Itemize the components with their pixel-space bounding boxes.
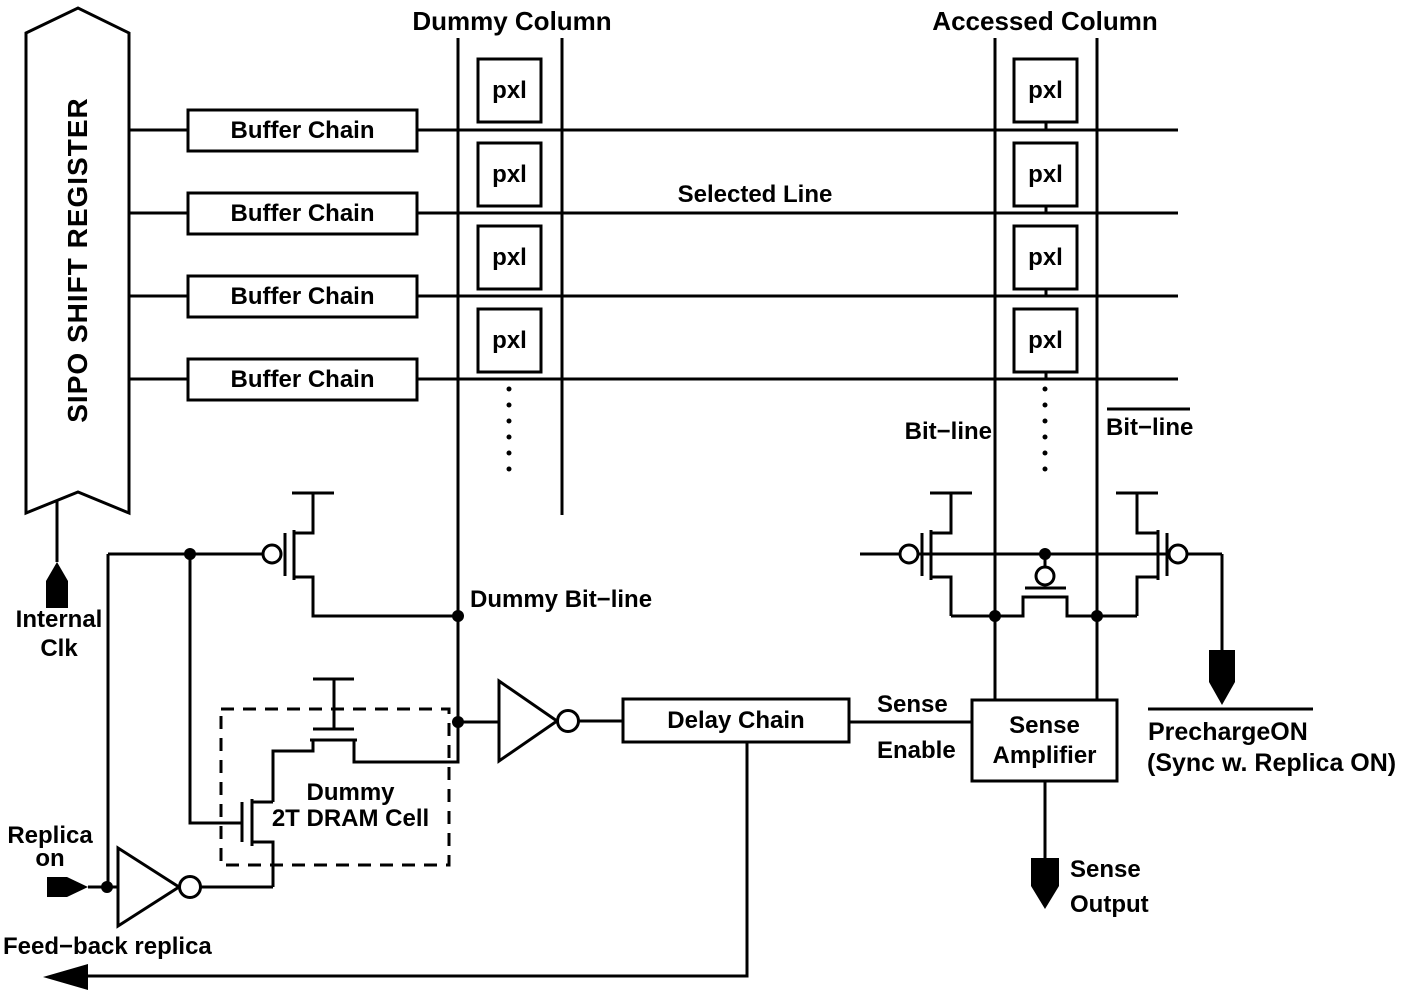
sense-amplifier-label-line2: Amplifier	[992, 741, 1097, 769]
sense-enable-label-line1: Sense	[877, 691, 948, 718]
replica-inverter-icon	[116, 845, 202, 929]
dummy-cell-label-line1: Dummy	[306, 779, 395, 806]
accessed-column-title: Accessed Column	[932, 6, 1158, 36]
dummy-pxl-boxes	[476, 57, 543, 374]
accessed-pxl-2: pxl	[1028, 160, 1063, 188]
precharge-pmos-left	[898, 491, 972, 616]
replica-inverter-out-wire	[200, 842, 275, 889]
precharge-on-pin-icon	[1209, 650, 1235, 705]
internal-clk-pin-icon	[46, 562, 68, 608]
equalizer-pmos	[1025, 554, 1066, 590]
replica-on-pin-icon	[47, 877, 88, 897]
accessed-pxl-4: pxl	[1028, 326, 1063, 354]
feedback-replica-wire	[88, 742, 749, 978]
precharge-pmos-right	[1116, 491, 1189, 616]
replica-on-label-line1: Replica	[7, 822, 93, 849]
dummy-pxl-4: pxl	[492, 326, 527, 354]
bit-line-complement-label: Bit−line	[1106, 414, 1194, 441]
replica-control-net	[106, 552, 263, 887]
dummy-pxl-1: pxl	[492, 76, 527, 104]
internal-clk-label-line1: Internal	[15, 606, 103, 633]
precharge-on-label-line2: (Sync w. Replica ON)	[1147, 749, 1397, 777]
sense-enable-label-line2: Enable	[877, 737, 956, 764]
sipo-output-stubs	[129, 128, 188, 381]
sense-output-label-line2: Output	[1070, 891, 1149, 918]
sense-trigger-inverter-icon	[497, 678, 580, 764]
dummy-cell-label-line2: 2T DRAM Cell	[271, 805, 430, 832]
dummy-pxl-2: pxl	[492, 160, 527, 188]
sense-output-pin-icon	[1031, 858, 1059, 909]
buffer-chain-1: Buffer Chain	[230, 116, 375, 144]
row-lines	[417, 128, 1178, 381]
accessed-pxl-1: pxl	[1028, 76, 1063, 104]
selected-line-label: Selected Line	[677, 181, 833, 208]
buffer-chain-boxes	[186, 108, 419, 402]
dummy-column-title: Dummy Column	[412, 6, 612, 36]
delay-chain-label: Delay Chain	[667, 706, 805, 734]
accessed-pxl-3: pxl	[1028, 243, 1063, 271]
sense-output-label-line1: Sense	[1070, 856, 1141, 883]
feedback-replica-label: Feed−back replica	[3, 933, 212, 960]
internal-clk-label-line2: Clk	[40, 635, 78, 662]
replica-on-label-line2: on	[35, 845, 65, 872]
equalizer-channel-wire	[951, 595, 1137, 618]
column-continuation-dots	[506, 386, 1048, 472]
sipo-shift-register-shape	[24, 6, 131, 516]
sense-amplifier-label-line1: Sense	[1009, 711, 1080, 739]
dummy-precharge-pmos	[261, 491, 458, 618]
buffer-chain-4: Buffer Chain	[230, 365, 375, 393]
buffer-chain-2: Buffer Chain	[230, 199, 375, 227]
buffer-chain-3: Buffer Chain	[230, 282, 375, 310]
dummy-bit-line-label: Dummy Bit−line	[470, 586, 653, 613]
accessed-pxl-boxes	[1012, 57, 1079, 374]
precharge-on-label-line1: PrechargeON	[1148, 718, 1308, 746]
dummy-cell-access-transistor	[271, 677, 458, 802]
junction-dots	[101, 548, 1103, 893]
feedback-replica-arrow-icon	[43, 964, 88, 990]
dummy-pxl-3: pxl	[492, 243, 527, 271]
sipo-shift-register-label: SIPO SHIFT REGISTER	[62, 97, 93, 423]
bit-line-label: Bit−line	[904, 418, 992, 445]
